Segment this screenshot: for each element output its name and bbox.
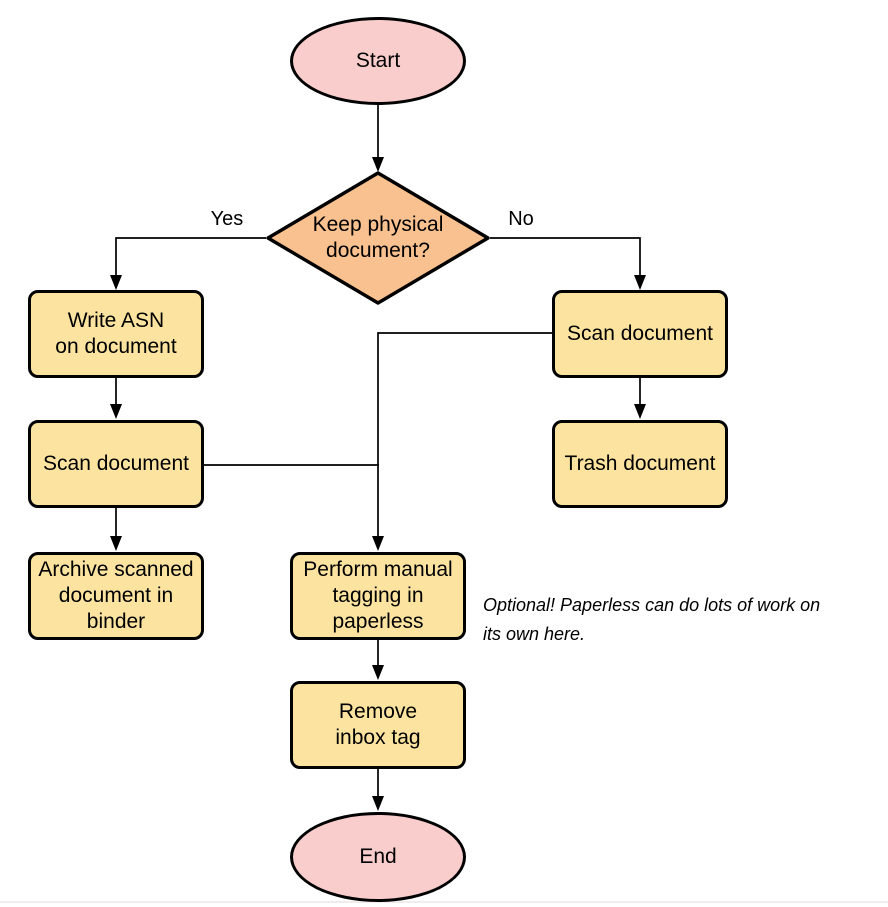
- arrowhead-scan-right-trash: [634, 404, 646, 419]
- node-scan-document-left: Scan document: [28, 420, 204, 508]
- node-end-label: End: [359, 845, 397, 868]
- edge-decision-scan-right: [490, 237, 641, 276]
- edge-label-no: No: [508, 208, 534, 230]
- optional-note: Optional! Paperless can do lots of work …: [483, 595, 821, 644]
- node-trash-document: Trash document: [552, 420, 728, 508]
- node-perform-tagging-label: Perform manual tagging in paperless: [303, 558, 453, 633]
- arrowhead-decision-write-asn: [110, 275, 122, 290]
- node-archive-binder: Archive scanned document in binder: [28, 552, 204, 640]
- node-decision: Keep physical document?: [266, 171, 490, 305]
- arrowhead-perform-remove: [372, 665, 384, 680]
- node-perform-tagging: Perform manual tagging in paperless: [290, 552, 466, 640]
- arrowhead-scan-left-archive: [110, 536, 122, 551]
- node-start: Start: [290, 17, 466, 105]
- node-scan-document-right: Scan document: [552, 290, 728, 378]
- node-remove-inbox-tag: Remove inbox tag: [290, 681, 466, 769]
- node-remove-inbox-tag-label: Remove inbox tag: [335, 700, 421, 749]
- node-scan-document-left-label: Scan document: [43, 452, 189, 475]
- node-decision-label: Keep physical document?: [312, 213, 444, 262]
- arrowhead-start-decision: [372, 157, 384, 172]
- decision-label-layer: Keep physical document?: [266, 171, 490, 305]
- arrowhead-junction-perform: [372, 536, 384, 551]
- node-trash-document-label: Trash document: [564, 452, 716, 475]
- edge-label-yes: Yes: [210, 208, 244, 230]
- node-write-asn: Write ASN on document: [28, 290, 204, 378]
- node-end: End: [290, 812, 466, 902]
- decision-diamond-polygon: [266, 171, 490, 305]
- page-bottom-divider: [0, 901, 888, 903]
- decision-diamond-shape: [266, 171, 490, 305]
- arrowhead-write-asn-scan-left: [110, 404, 122, 419]
- arrowhead-decision-scan-right: [634, 275, 646, 290]
- edge-scan-right-perform: [377, 332, 552, 537]
- arrowhead-remove-end: [372, 796, 384, 811]
- edge-decision-write-asn: [115, 237, 266, 276]
- node-scan-document-right-label: Scan document: [567, 322, 713, 345]
- node-start-label: Start: [355, 49, 401, 72]
- node-write-asn-label: Write ASN on document: [55, 309, 177, 358]
- node-archive-binder-label: Archive scanned document in binder: [38, 558, 194, 633]
